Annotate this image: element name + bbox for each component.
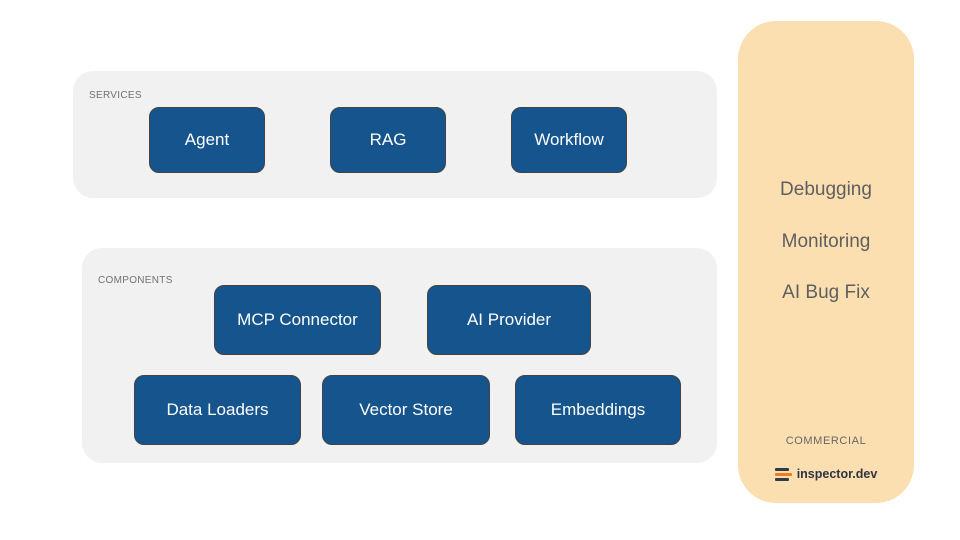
node-data-loaders: Data Loaders [134, 375, 301, 445]
logo-bar-bottom [774, 477, 789, 481]
logo-bar-middle [774, 472, 792, 476]
node-workflow-label: Workflow [534, 130, 604, 149]
node-ai-provider: AI Provider [427, 285, 591, 355]
node-vector-store-label: Vector Store [359, 400, 453, 419]
node-embeddings-label: Embeddings [550, 400, 646, 419]
node-workflow: Workflow [511, 107, 627, 173]
node-embeddings: Embeddings [515, 375, 681, 445]
node-ai-provider-label: AI Provider [466, 310, 552, 329]
services-panel-label: SERVICES [89, 90, 142, 101]
sidebar-feature-ai-bug-fix: AI Bug Fix [782, 282, 870, 303]
logo-bar-top [774, 467, 789, 471]
node-rag-label: RAG [369, 130, 407, 149]
node-agent-label: Agent [184, 130, 230, 149]
components-panel-label: COMPONENTS [98, 275, 173, 286]
commercial-tier-label: COMMERCIAL [785, 435, 867, 447]
node-rag: RAG [330, 107, 446, 173]
node-data-loaders-label: Data Loaders [166, 400, 269, 419]
node-mcp-connector: MCP Connector [214, 285, 381, 355]
services-panel: SERVICES Agent RAG Workflow [73, 71, 717, 198]
inspector-bars-icon [774, 466, 792, 482]
sidebar-feature-debugging: Debugging [780, 179, 872, 200]
components-panel: COMPONENTS MCP Connector AI Provider Dat… [82, 248, 717, 463]
sidebar-feature-monitoring: Monitoring [781, 231, 871, 252]
brand-row: inspector.dev [738, 466, 914, 482]
node-vector-store: Vector Store [322, 375, 490, 445]
node-agent: Agent [149, 107, 265, 173]
brand-name: inspector.dev [796, 467, 878, 481]
node-mcp-connector-label: MCP Connector [237, 310, 358, 329]
commercial-sidebar: Debugging Monitoring AI Bug Fix COMMERCI… [738, 21, 914, 503]
